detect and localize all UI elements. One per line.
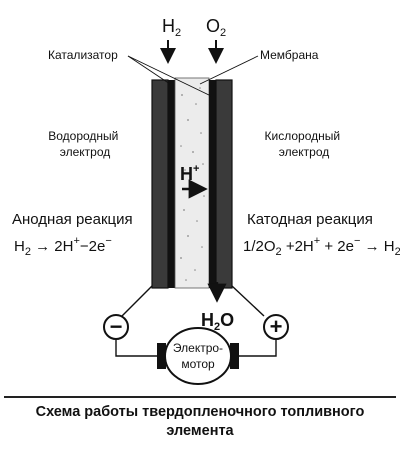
cathode-reaction-title: Катодная реакция xyxy=(247,211,373,228)
water-output: H2O xyxy=(201,282,234,333)
figure-caption: Схема работы твердопленочного топливного… xyxy=(0,403,400,441)
electric-motor: Электро- мотор xyxy=(157,327,239,385)
external-circuit xyxy=(115,285,277,357)
svg-text:O2: O2 xyxy=(206,16,226,39)
svg-text:+: + xyxy=(270,314,283,339)
svg-text:мотор: мотор xyxy=(181,357,215,371)
anode-reaction-title: Анодная реакция xyxy=(12,211,133,228)
hydrogen-electrode xyxy=(151,79,169,289)
svg-text:−: − xyxy=(110,314,123,339)
catalyst-label: Катализатор xyxy=(48,48,118,62)
proton-flow: H+ xyxy=(180,163,208,199)
cathode-reaction-equation: 1/2O2 +2H+ + 2e− → H2O xyxy=(243,235,400,258)
svg-text:Электро-: Электро- xyxy=(173,341,223,355)
svg-text:H+: H+ xyxy=(180,163,199,184)
fuel-cell xyxy=(151,77,233,289)
oxygen-electrode-label: Кислородный электрод xyxy=(265,129,344,159)
anode-reaction-equation: H2 → 2H+−2e− xyxy=(14,235,112,258)
caption-line-2: элемента xyxy=(166,423,234,439)
caption-rule xyxy=(4,396,396,398)
svg-text:H2O: H2O xyxy=(201,310,234,333)
cathode-catalyst-layer xyxy=(209,80,216,288)
negative-terminal: − xyxy=(103,314,129,340)
membrane-texture xyxy=(180,87,205,281)
svg-text:H2: H2 xyxy=(162,16,181,39)
caption-line-1: Схема работы твердопленочного топливного xyxy=(35,404,365,420)
oxygen-electrode xyxy=(215,79,233,289)
h2-input: H2 xyxy=(160,16,181,64)
membrane-label: Мембрана xyxy=(260,48,319,62)
positive-terminal: + xyxy=(263,314,289,340)
hydrogen-electrode-label: Водородный электрод xyxy=(48,129,121,159)
o2-input: O2 xyxy=(206,16,226,64)
anode-catalyst-layer xyxy=(168,80,175,288)
